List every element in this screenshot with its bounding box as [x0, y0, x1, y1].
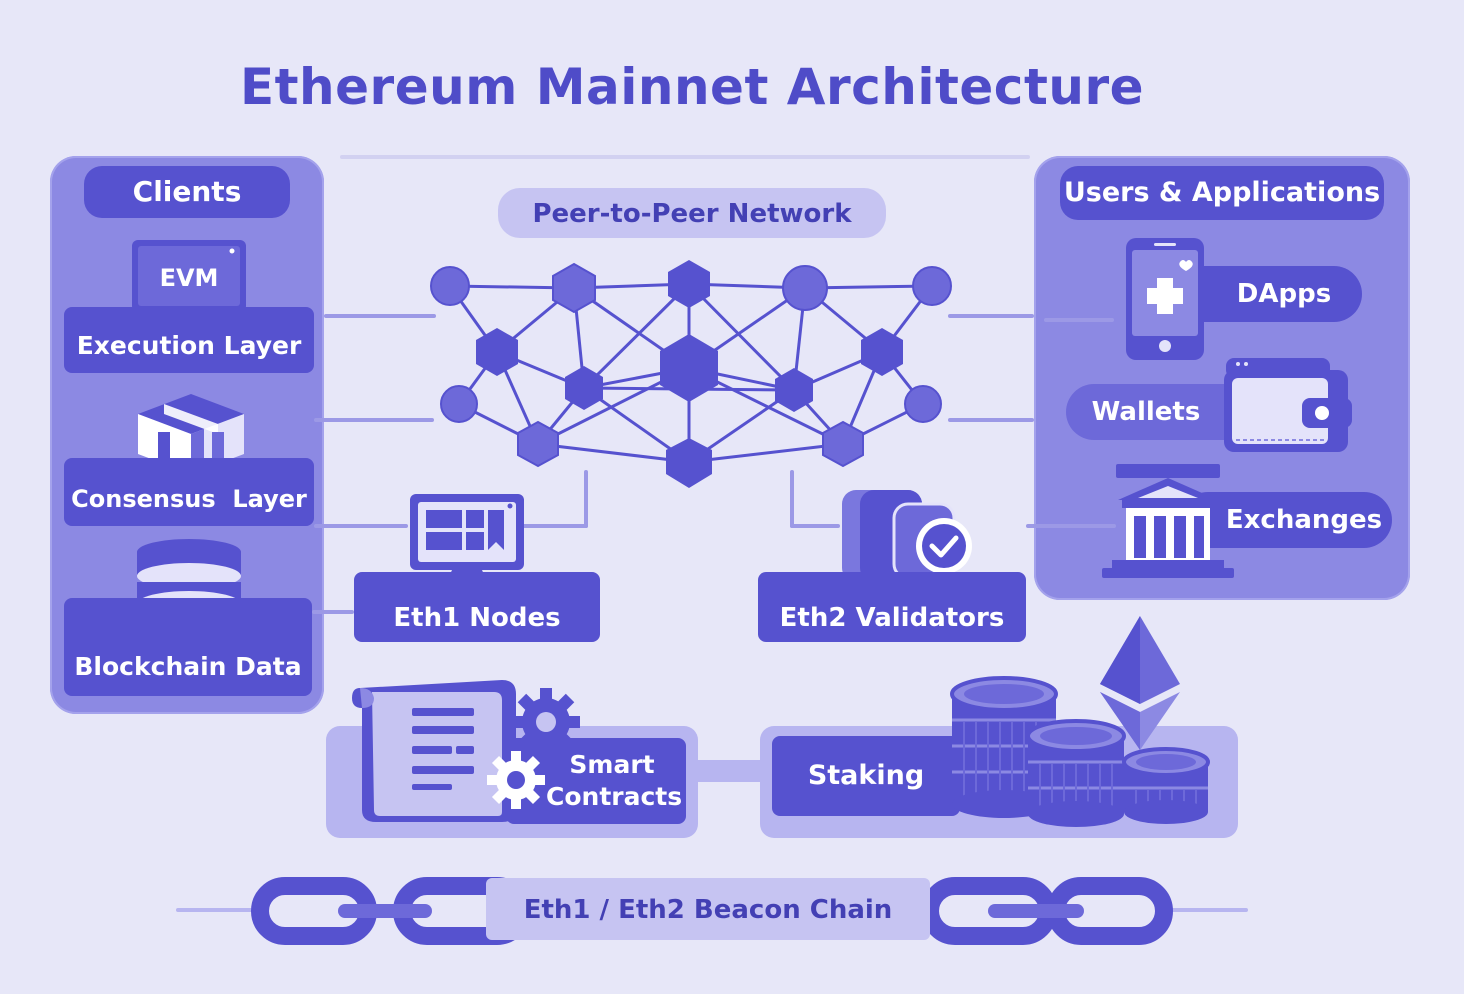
page-title: Ethereum Mainnet Architecture — [239, 58, 1145, 116]
connector — [312, 610, 354, 614]
connector — [790, 524, 840, 528]
exchanges-pill: Exchanges — [1180, 492, 1392, 548]
beacon-chain-bar: Eth1 / Eth2 Beacon Chain — [486, 878, 930, 940]
blockchain-data-label: Blockchain Data — [64, 598, 312, 696]
validator-check-icon — [832, 486, 978, 590]
clients-header: Clients — [84, 166, 290, 218]
staking-coins-ether-icon — [944, 612, 1214, 830]
execution-layer-label: Execution Layer — [64, 307, 314, 373]
bottom-connector — [692, 760, 764, 782]
chain-rail-left — [176, 908, 266, 912]
connector — [314, 524, 408, 528]
connector — [324, 314, 436, 318]
wallet-icon — [1222, 356, 1354, 454]
evm-screen-label: EVM — [160, 264, 219, 292]
connector — [314, 418, 434, 422]
staking-box: Staking — [772, 736, 960, 816]
eth1-nodes-box: Eth1 Nodes — [354, 572, 600, 642]
evm-monitor-icon: EVM — [130, 238, 248, 328]
contract-scroll-icon — [350, 674, 582, 830]
title-divider — [340, 155, 1030, 159]
p2p-network-graph — [420, 250, 980, 500]
connector — [1026, 524, 1116, 528]
users-applications-header: Users & Applications — [1060, 166, 1384, 220]
eth1-node-monitor-icon — [408, 492, 526, 592]
connector — [948, 314, 1034, 318]
smart-contracts-label-line1: Smart — [569, 750, 655, 779]
consensus-layer-label: Consensus Layer — [64, 458, 314, 526]
smartphone-plus-icon — [1124, 236, 1206, 362]
eth2-validators-box: Eth2 Validators — [758, 572, 1026, 642]
chain-rail-right — [1160, 908, 1248, 912]
bank-building-icon — [1100, 460, 1236, 580]
connector — [1044, 318, 1114, 322]
smart-contracts-label-line2: Contracts — [546, 782, 683, 811]
connector — [948, 418, 1034, 422]
connector — [584, 470, 588, 528]
connector — [522, 524, 588, 528]
p2p-network-label: Peer-to-Peer Network — [498, 188, 886, 238]
connector — [790, 470, 794, 528]
